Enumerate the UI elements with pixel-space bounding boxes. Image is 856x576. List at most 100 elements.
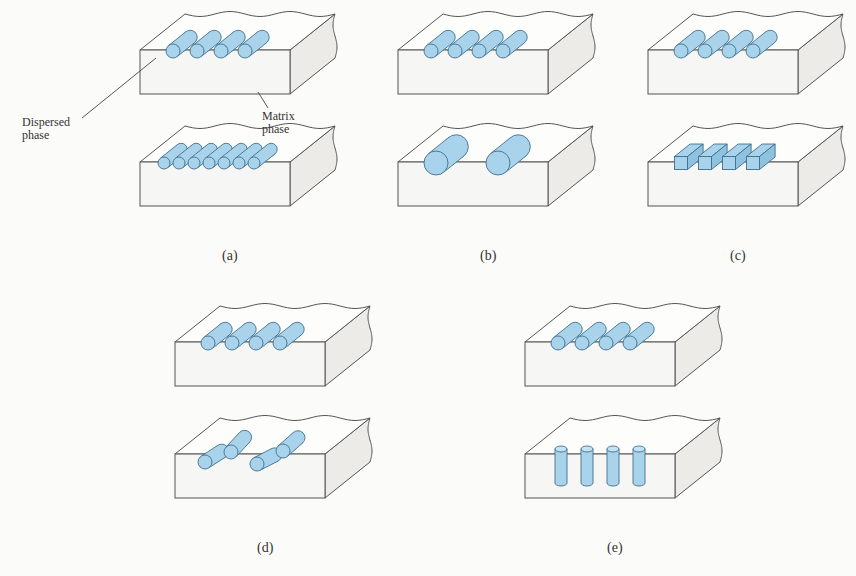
- rod-body: [607, 449, 619, 486]
- fiber-edge: [252, 324, 269, 338]
- fiber-edge: [241, 32, 258, 46]
- fiber-face: [173, 157, 185, 169]
- fiber-face: [249, 336, 263, 350]
- fiber-edge: [554, 324, 571, 338]
- fiber-edge: [276, 324, 293, 338]
- fiber-edge: [451, 32, 468, 46]
- slab-front: [525, 454, 675, 498]
- fiber-edge: [204, 324, 221, 338]
- fiber-face: [250, 457, 264, 471]
- slab-front: [648, 50, 798, 94]
- fiber-edge: [578, 324, 595, 338]
- prism-face: [675, 157, 688, 170]
- fiber-face: [248, 157, 260, 169]
- panel-letter: (c): [730, 248, 746, 263]
- slab-top: [525, 416, 720, 455]
- fiber-edge: [193, 32, 210, 46]
- fiber-edge: [677, 32, 694, 46]
- fiber-edge: [201, 445, 218, 456]
- panel-letter: (e): [607, 540, 623, 555]
- dispersed-phase-label: Dispersed phase: [22, 116, 80, 142]
- fiber-face: [203, 157, 215, 169]
- panel-illustration: [140, 12, 337, 207]
- fiber-edge: [475, 32, 492, 46]
- rod-top: [607, 446, 619, 452]
- panel-letter: (a): [222, 248, 238, 263]
- fiber-edge: [205, 145, 222, 159]
- fiber-face: [218, 157, 230, 169]
- slab-front: [398, 162, 548, 206]
- fiber-face: [486, 151, 510, 175]
- fiber-edge: [228, 324, 245, 338]
- fiber-face: [674, 44, 688, 58]
- fiber-edge: [626, 324, 643, 338]
- fiber-face: [276, 444, 290, 458]
- fiber-edge: [254, 449, 272, 458]
- rod-body: [581, 449, 593, 486]
- fiber-edge: [258, 154, 275, 168]
- panel-illustration: [648, 12, 845, 207]
- fiber-edge: [602, 324, 619, 338]
- fiber-face: [190, 44, 204, 58]
- fiber-face: [273, 336, 287, 350]
- panel-letter: (b): [480, 248, 496, 263]
- rod-body: [633, 449, 645, 486]
- prism-face: [747, 157, 760, 170]
- fiber-face: [448, 44, 462, 58]
- fiber-face: [496, 44, 510, 58]
- panel-illustration: [398, 12, 595, 207]
- fiber-face: [188, 157, 200, 169]
- fiber-face: [233, 157, 245, 169]
- fiber-edge: [175, 145, 192, 159]
- fiber-face: [201, 336, 215, 350]
- fiber-face: [551, 336, 565, 350]
- fiber-edge: [220, 145, 237, 159]
- fiber-face: [424, 44, 438, 58]
- fiber-edge: [427, 32, 444, 46]
- panel-illustration: [175, 304, 372, 499]
- fiber-edge: [725, 32, 742, 46]
- fiber-face: [225, 336, 239, 350]
- fiber-edge: [278, 433, 293, 446]
- rod-top: [581, 446, 593, 452]
- panel-illustration: [525, 304, 722, 499]
- slab-front: [525, 342, 675, 386]
- fiber-edge: [749, 32, 766, 46]
- slab-front: [140, 50, 290, 94]
- fiber-face: [472, 44, 486, 58]
- rod-body: [555, 449, 567, 486]
- rod-top: [555, 446, 567, 452]
- slab-front: [175, 342, 325, 386]
- fiber-edge: [236, 442, 250, 457]
- fiber-face: [238, 44, 252, 58]
- fiber-edge: [190, 145, 207, 159]
- fiber-face: [166, 44, 180, 58]
- fiber-edge: [701, 32, 718, 46]
- fiber-face: [698, 44, 712, 58]
- fiber-edge: [169, 32, 186, 46]
- fiber-face: [575, 336, 589, 350]
- fiber-edge: [235, 145, 252, 159]
- prism-face: [723, 157, 736, 170]
- fiber-edge: [499, 32, 516, 46]
- leader-line: [82, 58, 156, 118]
- fiber-face: [158, 157, 170, 169]
- fiber-face: [198, 455, 212, 469]
- slab-front: [175, 454, 325, 498]
- fiber-face: [722, 44, 736, 58]
- prism-face: [699, 157, 712, 170]
- leader-line: [258, 92, 268, 108]
- slab-front: [398, 50, 548, 94]
- prism-side: [760, 144, 776, 169]
- fiber-edge: [217, 32, 234, 46]
- fiber-face: [214, 44, 228, 58]
- fiber-face: [599, 336, 613, 350]
- rod-top: [633, 446, 645, 452]
- matrix-phase-label: Matrix phase: [262, 110, 320, 136]
- panel-letter: (d): [257, 540, 273, 555]
- fiber-edge: [250, 145, 267, 159]
- fiber-face: [623, 336, 637, 350]
- fiber-face: [424, 151, 448, 175]
